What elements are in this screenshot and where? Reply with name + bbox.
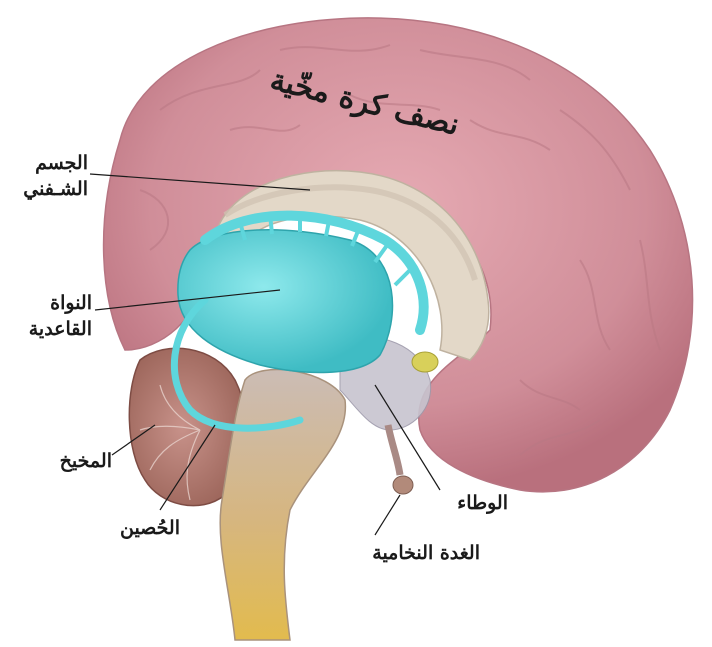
- leader-pituitary: [375, 495, 400, 535]
- label-corpus-callosum: الجسم الشـفني: [4, 150, 88, 202]
- label-hippocampus: الحُصين: [108, 515, 180, 541]
- label-caudate-line1: النواة: [4, 290, 92, 316]
- optic-chiasm-shape: [412, 352, 438, 372]
- brainstem-shape: [220, 370, 345, 640]
- label-corpus-callosum-line2: الشـفني: [4, 176, 88, 202]
- pituitary-gland-shape: [393, 476, 413, 494]
- label-cerebellum: المخيخ: [40, 448, 112, 474]
- label-hypothalamus: الوطاء: [440, 490, 508, 516]
- label-caudate-nucleus: النواة القاعدية: [4, 290, 92, 342]
- label-corpus-callosum-line1: الجسم: [4, 150, 88, 176]
- caudate-nucleus-shape: [178, 230, 393, 373]
- label-caudate-line2: القاعدية: [4, 316, 92, 342]
- label-pituitary-gland: الغدة النخامية: [330, 540, 480, 566]
- pituitary-stalk: [388, 425, 400, 475]
